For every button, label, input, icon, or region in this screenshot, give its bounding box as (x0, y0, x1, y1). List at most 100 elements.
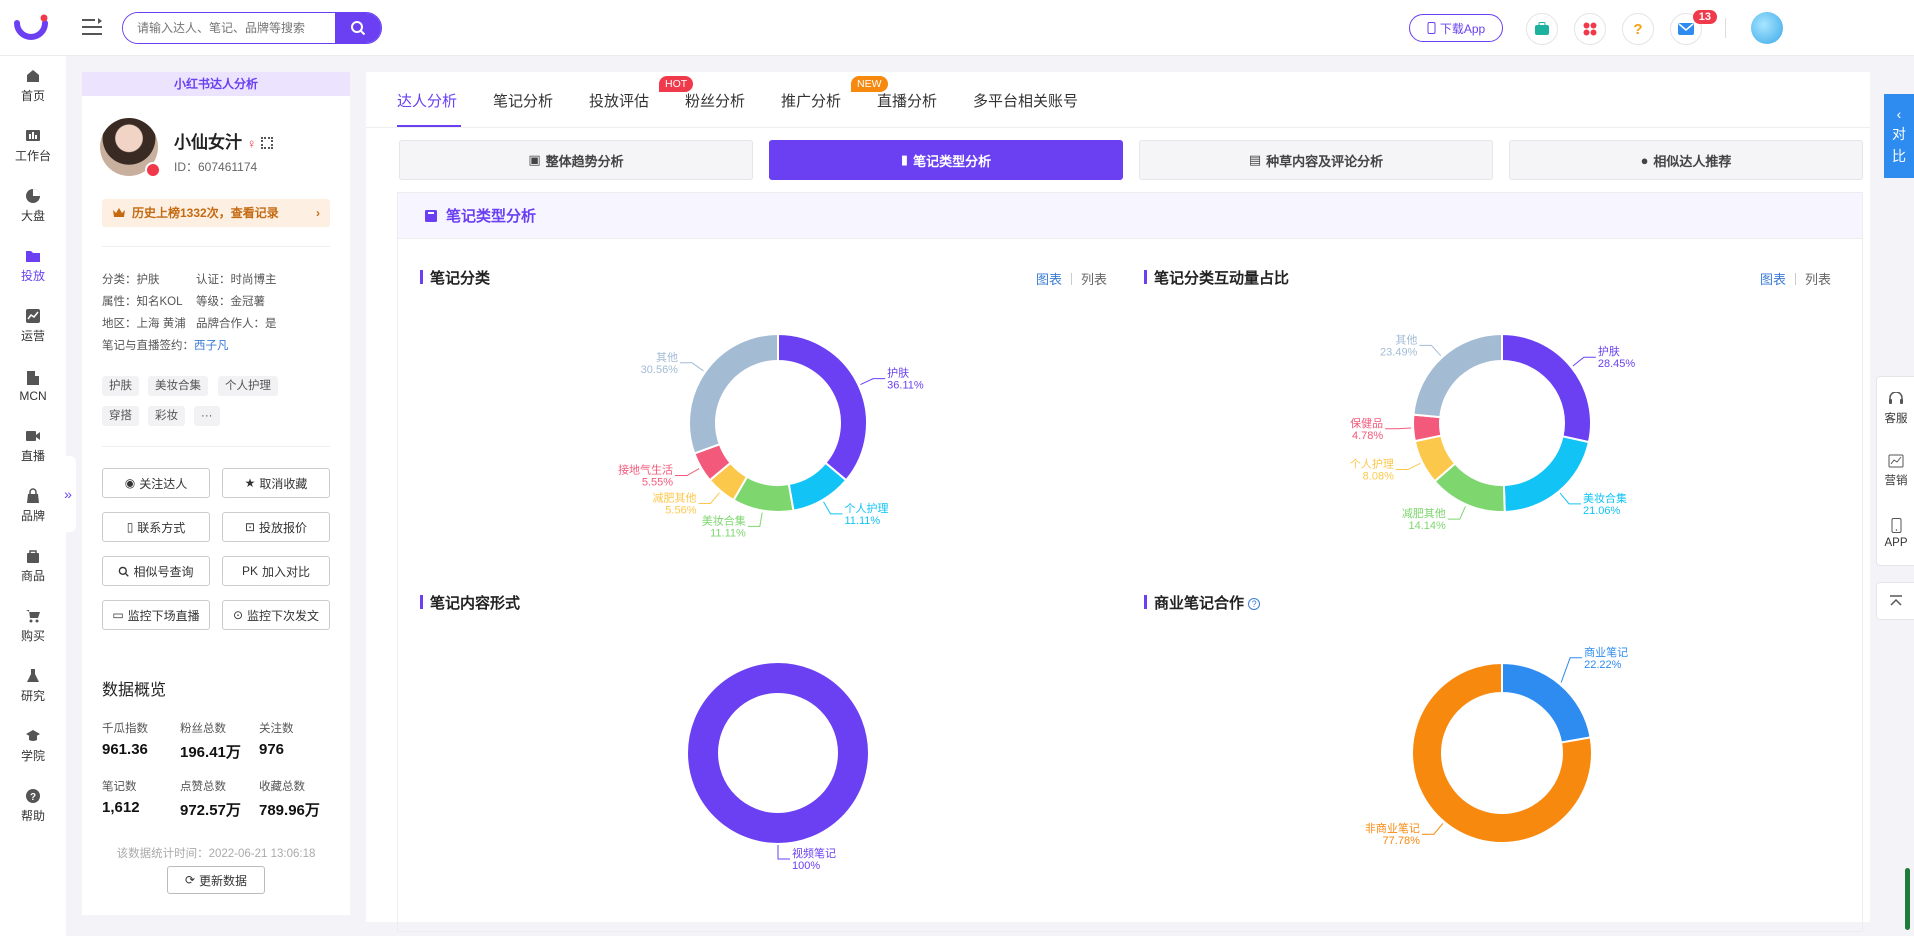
contact-button[interactable]: ▯联系方式 (102, 512, 210, 542)
subtab-similar-influencers[interactable]: ●相似达人推荐 (1509, 140, 1863, 180)
tag[interactable]: 美妆合集 (148, 376, 208, 396)
donut-slice[interactable] (1412, 413, 1443, 443)
main-panel: 达人分析 笔记分析 投放评估 HOT 粉丝分析 推广分析 NEW 直播分析 多平… (366, 72, 1870, 932)
tag[interactable]: 个人护理 (218, 376, 278, 396)
subtab-note-type[interactable]: ▮笔记类型分析 (769, 140, 1123, 180)
nav-label: 首页 (20, 89, 45, 103)
donut-slice[interactable] (688, 663, 868, 843)
slice-label: 个人护理 (1350, 457, 1394, 471)
folder-icon (26, 251, 40, 262)
menu-toggle-icon[interactable] (80, 16, 104, 38)
list-view-button[interactable]: 列表 (1805, 272, 1832, 287)
app-button[interactable]: APP (1877, 505, 1914, 561)
donut-slice[interactable] (1502, 435, 1591, 513)
search-bar (122, 12, 382, 44)
history-ranking-link[interactable]: 历史上榜1332次，查看记录 › (102, 199, 330, 227)
compare-button[interactable]: ‹ 对 比 (1884, 94, 1914, 178)
nav-item-home[interactable]: 首页 (0, 58, 66, 114)
slice-label: 其他 (1395, 333, 1417, 346)
donut-slice[interactable] (777, 332, 868, 482)
nav-item-market[interactable]: 大盘 (0, 178, 66, 234)
list-view-button[interactable]: 列表 (1081, 272, 1108, 287)
stat-value: 976 (259, 741, 285, 758)
chart-title: 商业笔记合作 (1154, 595, 1245, 612)
slice-value: 36.11% (887, 380, 924, 392)
nav-item-research[interactable]: 研究 (0, 658, 66, 714)
donut-slice[interactable] (688, 332, 779, 455)
cart-icon (26, 610, 40, 623)
apps-icon (1583, 22, 1597, 36)
donut-slice[interactable] (1411, 661, 1593, 844)
customer-service-button[interactable]: 客服 (1877, 381, 1914, 437)
search-button[interactable] (335, 13, 381, 43)
tab-influencer-analysis[interactable]: 达人分析 (397, 93, 458, 110)
tab-promotion-analysis[interactable]: 推广分析 NEW (781, 76, 888, 111)
info-row: 属性：知名KOL (102, 293, 183, 309)
briefcase-button[interactable] (1526, 13, 1558, 45)
nav-item-brand[interactable]: 品牌 (0, 478, 66, 534)
nav-item-goods[interactable]: 商品 (0, 538, 66, 594)
slice-value: 14.14% (1409, 520, 1447, 532)
similar-search-button[interactable]: 相似号查询 (102, 556, 210, 586)
more-tags-button[interactable]: ··· (194, 406, 220, 426)
tab-multi-platform[interactable]: 多平台相关账号 (973, 93, 1079, 110)
chart-view-button[interactable]: 图表 (1036, 272, 1063, 287)
nav-item-operation[interactable]: 运营 (0, 298, 66, 354)
nav-item-help[interactable]: ? 帮助 (0, 778, 66, 834)
marketing-button[interactable]: 营销 (1877, 443, 1914, 499)
hot-badge: HOT (659, 76, 694, 92)
leader-line (860, 378, 886, 385)
qrcode-icon[interactable] (261, 137, 274, 149)
unfavorite-button[interactable]: ★取消收藏 (222, 468, 330, 498)
nav-item-academy[interactable]: 学院 (0, 718, 66, 774)
stat-label: 收藏总数 (259, 781, 305, 793)
monitor-live-button[interactable]: ▭监控下场直播 (102, 600, 210, 630)
download-app-button[interactable]: 下载App (1409, 14, 1503, 42)
tab-note-analysis[interactable]: 笔记分析 (493, 93, 554, 110)
nav-item-live[interactable]: 直播 (0, 418, 66, 474)
nav-item-delivery[interactable]: 投放 (0, 238, 66, 294)
donut-slice[interactable] (1412, 332, 1503, 419)
messages-button[interactable]: 13 (1670, 10, 1717, 45)
help-button[interactable]: ? (1622, 13, 1654, 45)
nav-item-workbench[interactable]: 工作台 (0, 118, 66, 174)
info-row: 品牌合作人：是 (196, 315, 277, 331)
tab-delivery-evaluation[interactable]: 投放评估 HOT (589, 76, 694, 111)
logo[interactable] (14, 13, 48, 43)
stat-value: 789.96万 (259, 802, 320, 819)
subtab-content-comments[interactable]: ▤种草内容及评论分析 (1139, 140, 1493, 180)
scrollbar-thumb[interactable] (1905, 868, 1910, 930)
expand-panel-button[interactable]: » (60, 456, 76, 532)
stat-label: 粉丝总数 (180, 723, 226, 735)
tag[interactable]: 穿搭 (102, 406, 139, 426)
tab-live-analysis[interactable]: 直播分析 (877, 93, 938, 110)
tag[interactable]: 护肤 (102, 376, 139, 396)
slice-value: 22.22% (1584, 659, 1622, 671)
nav-item-purchase[interactable]: 购买 (0, 598, 66, 654)
info-icon[interactable]: ? (1248, 598, 1261, 610)
follow-button[interactable]: ◉关注达人 (102, 468, 210, 498)
donut-slice[interactable] (1501, 332, 1592, 444)
home-icon (27, 70, 39, 82)
back-to-top-button[interactable] (1876, 582, 1914, 620)
svg-text:?: ? (30, 792, 36, 803)
user-avatar[interactable] (1751, 12, 1783, 44)
update-data-button[interactable]: ⟳更新数据 (167, 866, 265, 894)
quote-button[interactable]: ⊡投放报价 (222, 512, 330, 542)
monitor-post-button[interactable]: ⊙监控下次发文 (222, 600, 330, 630)
signed-agency-link[interactable]: 西子凡 (194, 340, 229, 352)
subtab-overall-trend[interactable]: ▣整体趋势分析 (399, 140, 753, 180)
tab-fans-analysis[interactable]: 粉丝分析 (685, 93, 746, 110)
apps-button[interactable] (1574, 13, 1606, 45)
nav-item-mcn[interactable]: MCN (0, 358, 66, 414)
subtab-label: 整体趋势分析 (545, 153, 624, 169)
donut-slice[interactable] (1501, 661, 1592, 744)
nav-label: 学院 (20, 749, 45, 763)
chevron-left-icon: ‹ (1896, 106, 1902, 122)
search-input[interactable] (123, 13, 335, 43)
chart-view-button[interactable]: 图表 (1760, 272, 1787, 287)
float-label: 客服 (1884, 413, 1908, 425)
info-row: 笔记与直播签约：西子凡 (102, 337, 229, 353)
tag[interactable]: 彩妆 (148, 406, 185, 426)
